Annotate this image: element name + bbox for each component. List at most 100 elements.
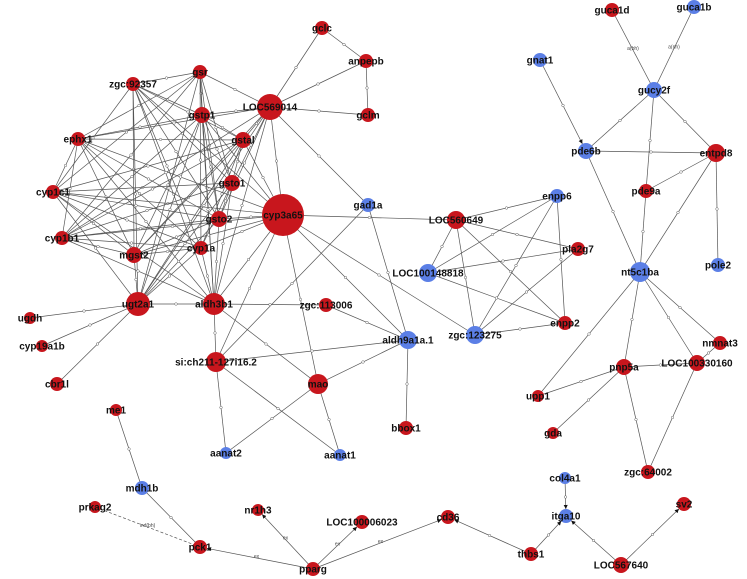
node-mdh1b[interactable]: mdh1b [126,481,159,495]
node-circle[interactable] [713,336,727,350]
node-circle[interactable] [687,0,701,14]
node-circle[interactable] [630,262,650,282]
node-aanat1[interactable]: aanat1 [324,449,356,462]
node-circle[interactable] [235,132,251,148]
node-upp1[interactable]: upp1 [526,390,550,403]
node-circle[interactable] [361,198,375,212]
node-pck1[interactable]: pck1 [189,540,212,554]
node-zgc64002[interactable]: zgc:64002 [624,465,672,479]
node-gclm[interactable]: gclm [356,108,380,122]
node-circle[interactable] [36,340,48,352]
node-circle[interactable] [550,189,564,203]
node-circle[interactable] [24,312,36,324]
node-pole2[interactable]: pole2 [705,258,732,272]
node-circle[interactable] [334,449,346,461]
node-gda[interactable]: gda [544,427,562,440]
node-enpp6[interactable]: enpp6 [542,189,572,203]
node-LOC569014[interactable]: LOC569014 [243,94,298,120]
node-me1[interactable]: me1 [106,404,126,417]
node-cyp3a65[interactable]: cyp3a65 [262,194,304,236]
node-LOC567640[interactable]: LOC567640 [594,557,649,573]
node-circle[interactable] [605,3,619,17]
node-circle[interactable] [211,211,227,227]
node-thbs1[interactable]: thbs1 [518,547,545,561]
node-circle[interactable] [203,293,225,315]
node-circle[interactable] [262,194,304,236]
node-cd36[interactable]: cd36 [437,510,460,524]
node-gnat1[interactable]: gnat1 [527,53,554,67]
node-circle[interactable] [616,359,632,375]
node-circle[interactable] [466,326,484,344]
node-circle[interactable] [46,185,60,199]
node-gstal[interactable]: gstal [231,132,255,148]
node-enpp2[interactable]: enpp2 [550,316,580,330]
node-circle[interactable] [533,53,547,67]
node-circle[interactable] [220,447,232,459]
node-nt5c1ba[interactable]: nt5c1ba [621,262,659,282]
node-circle[interactable] [359,54,373,68]
node-guca1d[interactable]: guca1d [594,3,630,17]
node-pparg[interactable]: pparg [299,562,327,576]
node-circle[interactable] [224,175,240,191]
node-mao[interactable]: mao [308,374,329,394]
node-circle[interactable] [257,94,283,120]
node-circle[interactable] [126,77,140,91]
node-sv2[interactable]: sv2 [676,497,693,511]
node-circle[interactable] [677,497,691,511]
node-circle[interactable] [707,144,725,162]
node-aldh3b1[interactable]: aldh3b1 [195,293,233,315]
node-bbox1[interactable]: bbox1 [391,421,421,435]
node-circle[interactable] [110,404,122,416]
node-circle[interactable] [306,562,320,576]
node-circle[interactable] [399,331,417,349]
node-circle[interactable] [711,258,725,272]
node-zgc113006[interactable]: zgc:113006 [300,298,353,312]
node-prkag2[interactable]: prkag2 [79,501,112,514]
node-circle[interactable] [319,298,333,312]
node-zgc92357[interactable]: zgc:92357 [109,77,157,91]
node-circle[interactable] [361,108,375,122]
node-gsto1[interactable]: gsto1 [219,175,246,191]
node-circle[interactable] [532,390,544,402]
node-LOC560649[interactable]: LOC560649 [429,211,484,229]
node-pde9a[interactable]: pde9a [632,184,661,198]
node-guca1b[interactable]: guca1b [676,0,712,14]
node-gclc[interactable]: gclc [312,21,332,35]
node-circle[interactable] [559,472,571,484]
node-circle[interactable] [50,377,64,391]
node-circle[interactable] [639,184,653,198]
node-ugdh[interactable]: ugdh [18,312,42,325]
node-pnp5a[interactable]: pnp5a [609,359,639,375]
node-circle[interactable] [193,65,207,79]
node-circle[interactable] [206,352,226,372]
node-gad1a[interactable]: gad1a [354,198,383,212]
node-circle[interactable] [613,557,629,573]
node-gsr[interactable]: gsr [192,65,208,79]
node-circle[interactable] [89,501,101,513]
node-entpd8[interactable]: entpd8 [700,144,733,162]
node-aldh9a1a1[interactable]: aldh9a1a.1 [382,331,434,349]
node-circle[interactable] [547,427,559,439]
node-LOC100330160[interactable]: LOC100330160 [661,355,733,371]
node-nr1h3[interactable]: nr1h3 [244,504,272,517]
node-circle[interactable] [126,292,150,316]
node-circle[interactable] [399,421,413,435]
node-cyp1b1[interactable]: cyp1b1 [45,231,80,245]
node-circle[interactable] [355,515,369,529]
node-LOC100148818[interactable]: LOC100148818 [392,264,464,282]
node-sich211[interactable]: si:ch211-127i16.2 [175,352,257,372]
node-zgc123275[interactable]: zgc:123275 [448,326,502,344]
node-circle[interactable] [135,481,149,495]
node-circle[interactable] [194,107,210,123]
node-circle[interactable] [559,509,573,523]
node-aanat2[interactable]: aanat2 [210,447,242,460]
node-circle[interactable] [126,247,142,263]
node-nmnat3[interactable]: nmnat3 [702,336,738,350]
node-mgst2[interactable]: mgst2 [119,247,149,263]
node-circle[interactable] [441,510,455,524]
node-circle[interactable] [578,143,594,159]
node-circle[interactable] [571,242,585,256]
node-circle[interactable] [308,374,328,394]
node-cyp19a1b[interactable]: cyp19a1b [19,340,65,353]
node-circle[interactable] [641,465,655,479]
